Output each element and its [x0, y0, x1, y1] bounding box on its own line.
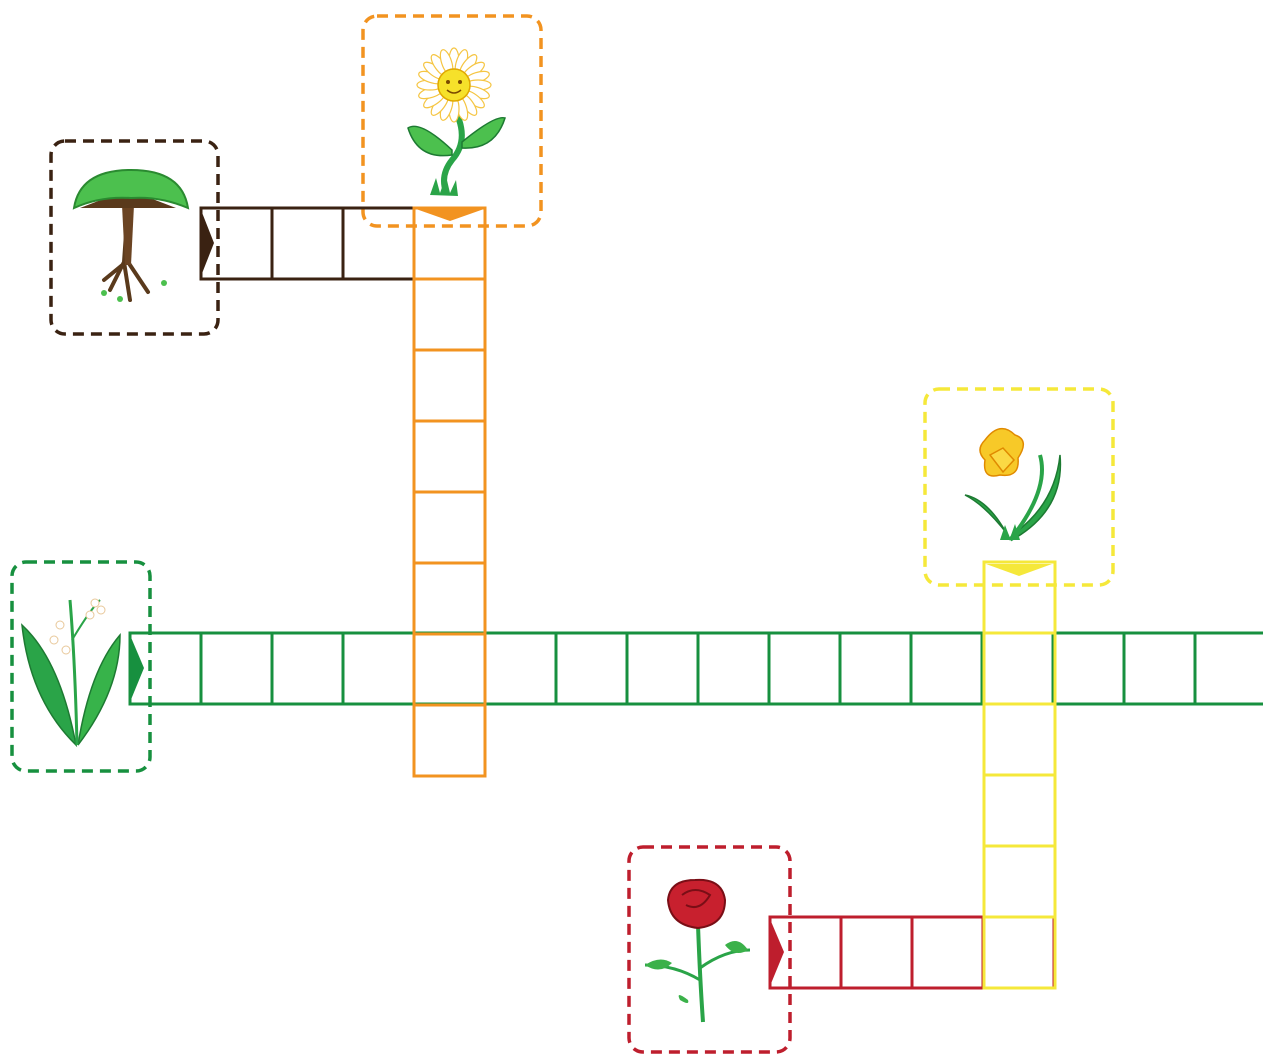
clue-card-daffodil: [925, 389, 1113, 585]
cell-daisy-4[interactable]: [414, 421, 485, 492]
cell-daffodil-4[interactable]: [984, 775, 1055, 846]
cell-daffodil-2[interactable]: [984, 633, 1055, 704]
cell-daffodil-6[interactable]: [984, 917, 1055, 988]
cell-daisy-5[interactable]: [414, 492, 485, 563]
cell-lily-9[interactable]: [698, 633, 769, 704]
clue-frame-daffodil: [925, 389, 1113, 585]
daffodil-icon: [965, 429, 1060, 540]
cell-daisy-7[interactable]: [414, 634, 485, 705]
cell-rose-2[interactable]: [841, 917, 912, 988]
cell-tree-3[interactable]: [343, 208, 414, 279]
cell-lily-11[interactable]: [840, 633, 911, 704]
clue-card-rose: [629, 847, 790, 1052]
cell-lily-15[interactable]: [1124, 633, 1195, 704]
daisy-icon: [408, 48, 505, 196]
cell-daffodil-3[interactable]: [984, 704, 1055, 775]
cell-daffodil-5[interactable]: [984, 846, 1055, 917]
cell-lily-4[interactable]: [343, 633, 414, 704]
cell-rose-3[interactable]: [912, 917, 983, 988]
clue-card-tree: [51, 141, 218, 334]
cell-lily-3[interactable]: [272, 633, 343, 704]
crossword-cells: [130, 208, 1263, 988]
cell-lily-7[interactable]: [556, 633, 627, 704]
cell-lily-2[interactable]: [201, 633, 272, 704]
cell-daisy-3[interactable]: [414, 350, 485, 421]
cell-daisy-8[interactable]: [414, 705, 485, 776]
cell-lily-12[interactable]: [911, 633, 982, 704]
cell-lily-14[interactable]: [1053, 633, 1124, 704]
clue-frame-rose: [629, 847, 790, 1052]
cell-lily-6[interactable]: [485, 633, 556, 704]
clue-markers: [130, 209, 1052, 986]
cell-lily-8[interactable]: [627, 633, 698, 704]
cell-daisy-2[interactable]: [414, 279, 485, 350]
clue-card-daisy: [363, 16, 541, 226]
cell-lily-16[interactable]: [1195, 633, 1263, 704]
cell-lily-10[interactable]: [769, 633, 840, 704]
tree-icon: [74, 170, 188, 302]
lily-of-the-valley-icon: [22, 599, 120, 745]
cell-tree-2[interactable]: [272, 208, 343, 279]
rose-icon: [645, 880, 750, 1022]
cell-daisy-6[interactable]: [414, 563, 485, 634]
